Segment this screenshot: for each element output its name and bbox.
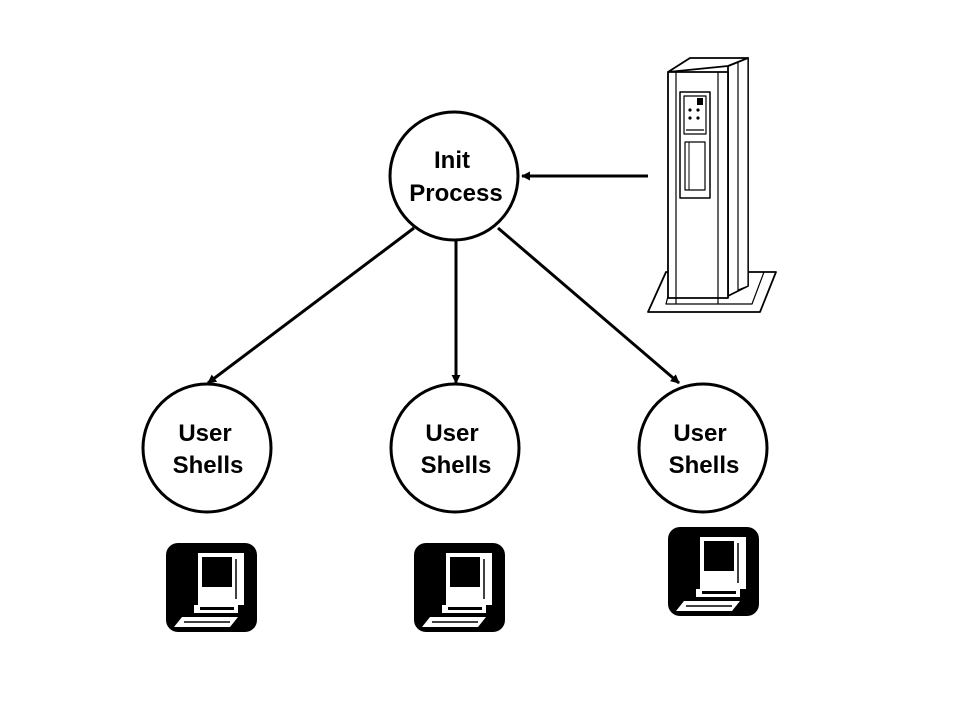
user-shells-node-2: User Shells	[389, 382, 521, 514]
shell-3-label-line2: Shells	[669, 452, 740, 479]
init-label-line2: Process	[409, 180, 502, 207]
user-shells-node-1: User Shells	[141, 382, 273, 514]
desktop-computer-icon	[668, 527, 759, 616]
shell-2-label-line1: User	[425, 420, 478, 447]
edge-init-to-shell-3	[497, 226, 680, 385]
desktop-computer-icon	[414, 543, 505, 632]
shell-1-label-line1: User	[178, 420, 231, 447]
init-process-node: Init Process	[388, 110, 520, 242]
shell-3-label-line1: User	[673, 420, 726, 447]
shell-2-label-line2: Shells	[421, 452, 492, 479]
desktop-computer-icon	[166, 543, 257, 632]
init-label-line1: Init	[434, 147, 470, 174]
user-shells-node-3: User Shells	[637, 382, 769, 514]
shell-1-label-line2: Shells	[173, 452, 244, 479]
edge-init-to-shell-1	[207, 226, 415, 385]
server-tower-icon	[647, 57, 777, 313]
